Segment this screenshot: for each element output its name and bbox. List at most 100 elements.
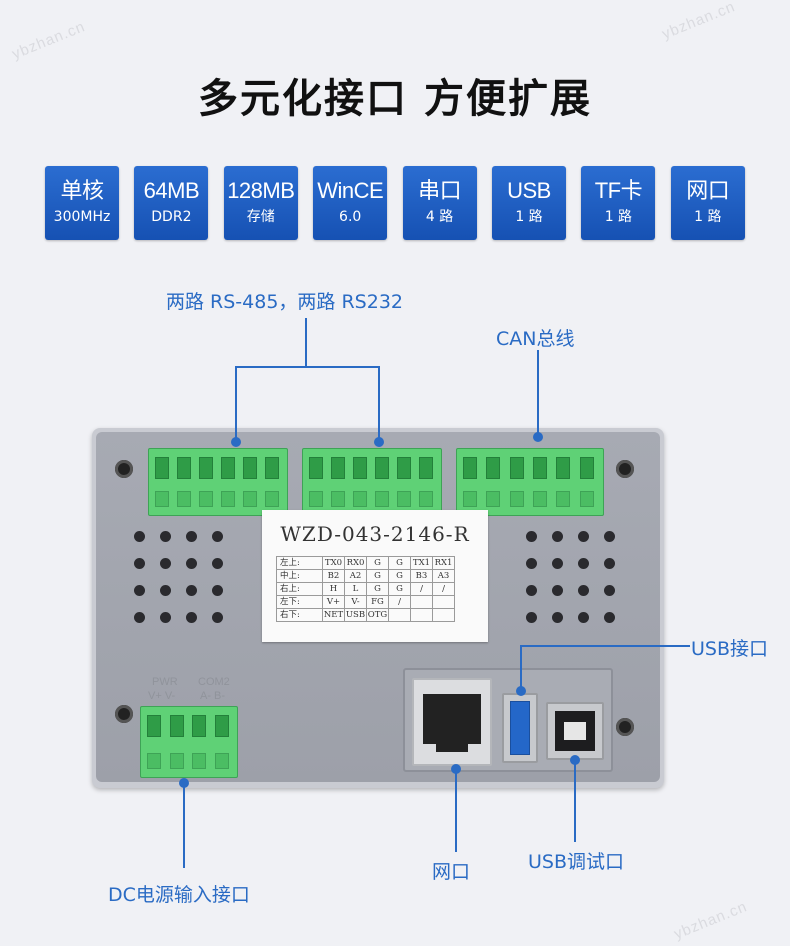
pinout-cell: G <box>366 582 389 596</box>
badge-title: USB <box>507 178 551 203</box>
terminal-slot <box>331 491 345 507</box>
terminal-pin <box>177 457 191 479</box>
terminal-pin <box>463 457 477 479</box>
vent-hole <box>134 558 145 569</box>
serial-ports-label: 两路 RS-485，两路 RS232 <box>166 291 403 313</box>
usb-b-debug-port[interactable] <box>546 702 604 760</box>
pinout-cell <box>410 595 433 609</box>
terminal-pin <box>419 457 433 479</box>
pinout-cell: TX1 <box>410 556 433 570</box>
vent-hole <box>526 612 537 623</box>
can-bus-label: CAN总线 <box>496 328 575 350</box>
pinout-cell: 右下: <box>276 608 323 622</box>
vent-hole <box>134 585 145 596</box>
vent-hole <box>578 558 589 569</box>
feature-badge: 串口 4 路 <box>402 166 477 240</box>
badge-title: TF卡 <box>594 178 643 203</box>
usb-a-port[interactable] <box>502 693 538 763</box>
badge-title: 128MB <box>227 178 295 203</box>
serial-bracket-bar <box>236 366 380 368</box>
pinout-cell: B3 <box>410 569 433 583</box>
badge-title: 单核 <box>60 178 104 203</box>
usb-dot <box>516 686 526 696</box>
usb-debug-dot <box>570 755 580 765</box>
pinout-cell: / <box>432 582 455 596</box>
vent-hole <box>160 531 171 542</box>
terminal-pin <box>533 457 547 479</box>
vent-hole <box>552 558 563 569</box>
vent-hole <box>526 585 537 596</box>
badge-title: WinCE <box>317 178 384 203</box>
power-pins-silk-label: V+ V- <box>148 690 176 702</box>
feature-badge: WinCE 6.0 <box>313 166 388 240</box>
pinout-cell: H <box>322 582 345 596</box>
feature-badge: 128MB 存储 <box>223 166 298 240</box>
terminal-block-center-top <box>302 448 442 516</box>
usb-port-label: USB接口 <box>691 638 769 660</box>
vent-hole <box>186 585 197 596</box>
can-dot <box>533 432 543 442</box>
terminal-pin <box>397 457 411 479</box>
terminal-slot <box>486 491 501 507</box>
terminal-slot <box>243 491 257 507</box>
pinout-cell: / <box>388 595 411 609</box>
vent-hole <box>212 531 223 542</box>
pinout-cell: 右上: <box>276 582 323 596</box>
can-line <box>537 350 539 438</box>
pinout-cell <box>432 595 455 609</box>
terminal-pin <box>509 457 524 479</box>
watermark-top-left: ybzhan.cn <box>9 18 88 63</box>
terminal-pin <box>375 457 389 479</box>
pinout-cell: 左上: <box>276 556 323 570</box>
terminal-block-left-top <box>148 448 288 516</box>
mounting-hole-top-right <box>616 460 634 478</box>
terminal-slot <box>509 491 524 507</box>
terminal-pin <box>221 457 235 479</box>
terminal-block-power <box>140 706 238 778</box>
com2-silk-label: COM2 <box>198 676 230 688</box>
terminal-slot <box>192 753 206 769</box>
pinout-cell: A3 <box>432 569 455 583</box>
terminal-pin <box>265 457 279 479</box>
vent-hole <box>578 612 589 623</box>
mounting-hole-top-left <box>115 460 133 478</box>
serial-bracket-stem <box>305 318 307 368</box>
power-silk-label: PWR <box>152 676 178 688</box>
pinout-cell: OTG <box>366 608 389 622</box>
vent-hole <box>186 531 197 542</box>
usb-debug-line <box>574 760 576 842</box>
dc-power-input-label: DC电源输入接口 <box>108 884 250 906</box>
pinout-cell: RX0 <box>344 556 367 570</box>
terminal-pin <box>556 457 571 479</box>
badge-title: 串口 <box>418 178 462 203</box>
terminal-pin <box>579 457 594 479</box>
pinout-cell: TX0 <box>322 556 345 570</box>
pinout-cell: 左下: <box>276 595 323 609</box>
terminal-pin <box>147 715 161 737</box>
terminal-pin <box>214 715 229 737</box>
terminal-slot <box>419 491 433 507</box>
pinout-cell: G <box>388 569 411 583</box>
vent-hole <box>160 558 171 569</box>
terminal-pin <box>353 457 367 479</box>
vent-hole <box>604 531 615 542</box>
ethernet-port[interactable] <box>412 678 492 766</box>
terminal-pin <box>331 457 345 479</box>
usb-debug-port-label: USB调试口 <box>528 851 625 873</box>
pinout-cell: G <box>388 582 411 596</box>
vent-hole <box>578 585 589 596</box>
usb-line-horizontal <box>520 645 690 647</box>
badge-subtitle: 存储 <box>246 209 275 225</box>
pinout-cell: L <box>344 582 367 596</box>
terminal-slot <box>397 491 411 507</box>
badge-subtitle: 1 路 <box>604 209 633 225</box>
pinout-cell <box>432 608 455 622</box>
badge-subtitle: 6.0 <box>339 209 362 225</box>
usb-line-vertical <box>520 645 522 691</box>
vent-hole <box>578 531 589 542</box>
badge-subtitle: 4 路 <box>425 209 454 225</box>
watermark-top-right: ybzhan.cn <box>659 0 738 43</box>
